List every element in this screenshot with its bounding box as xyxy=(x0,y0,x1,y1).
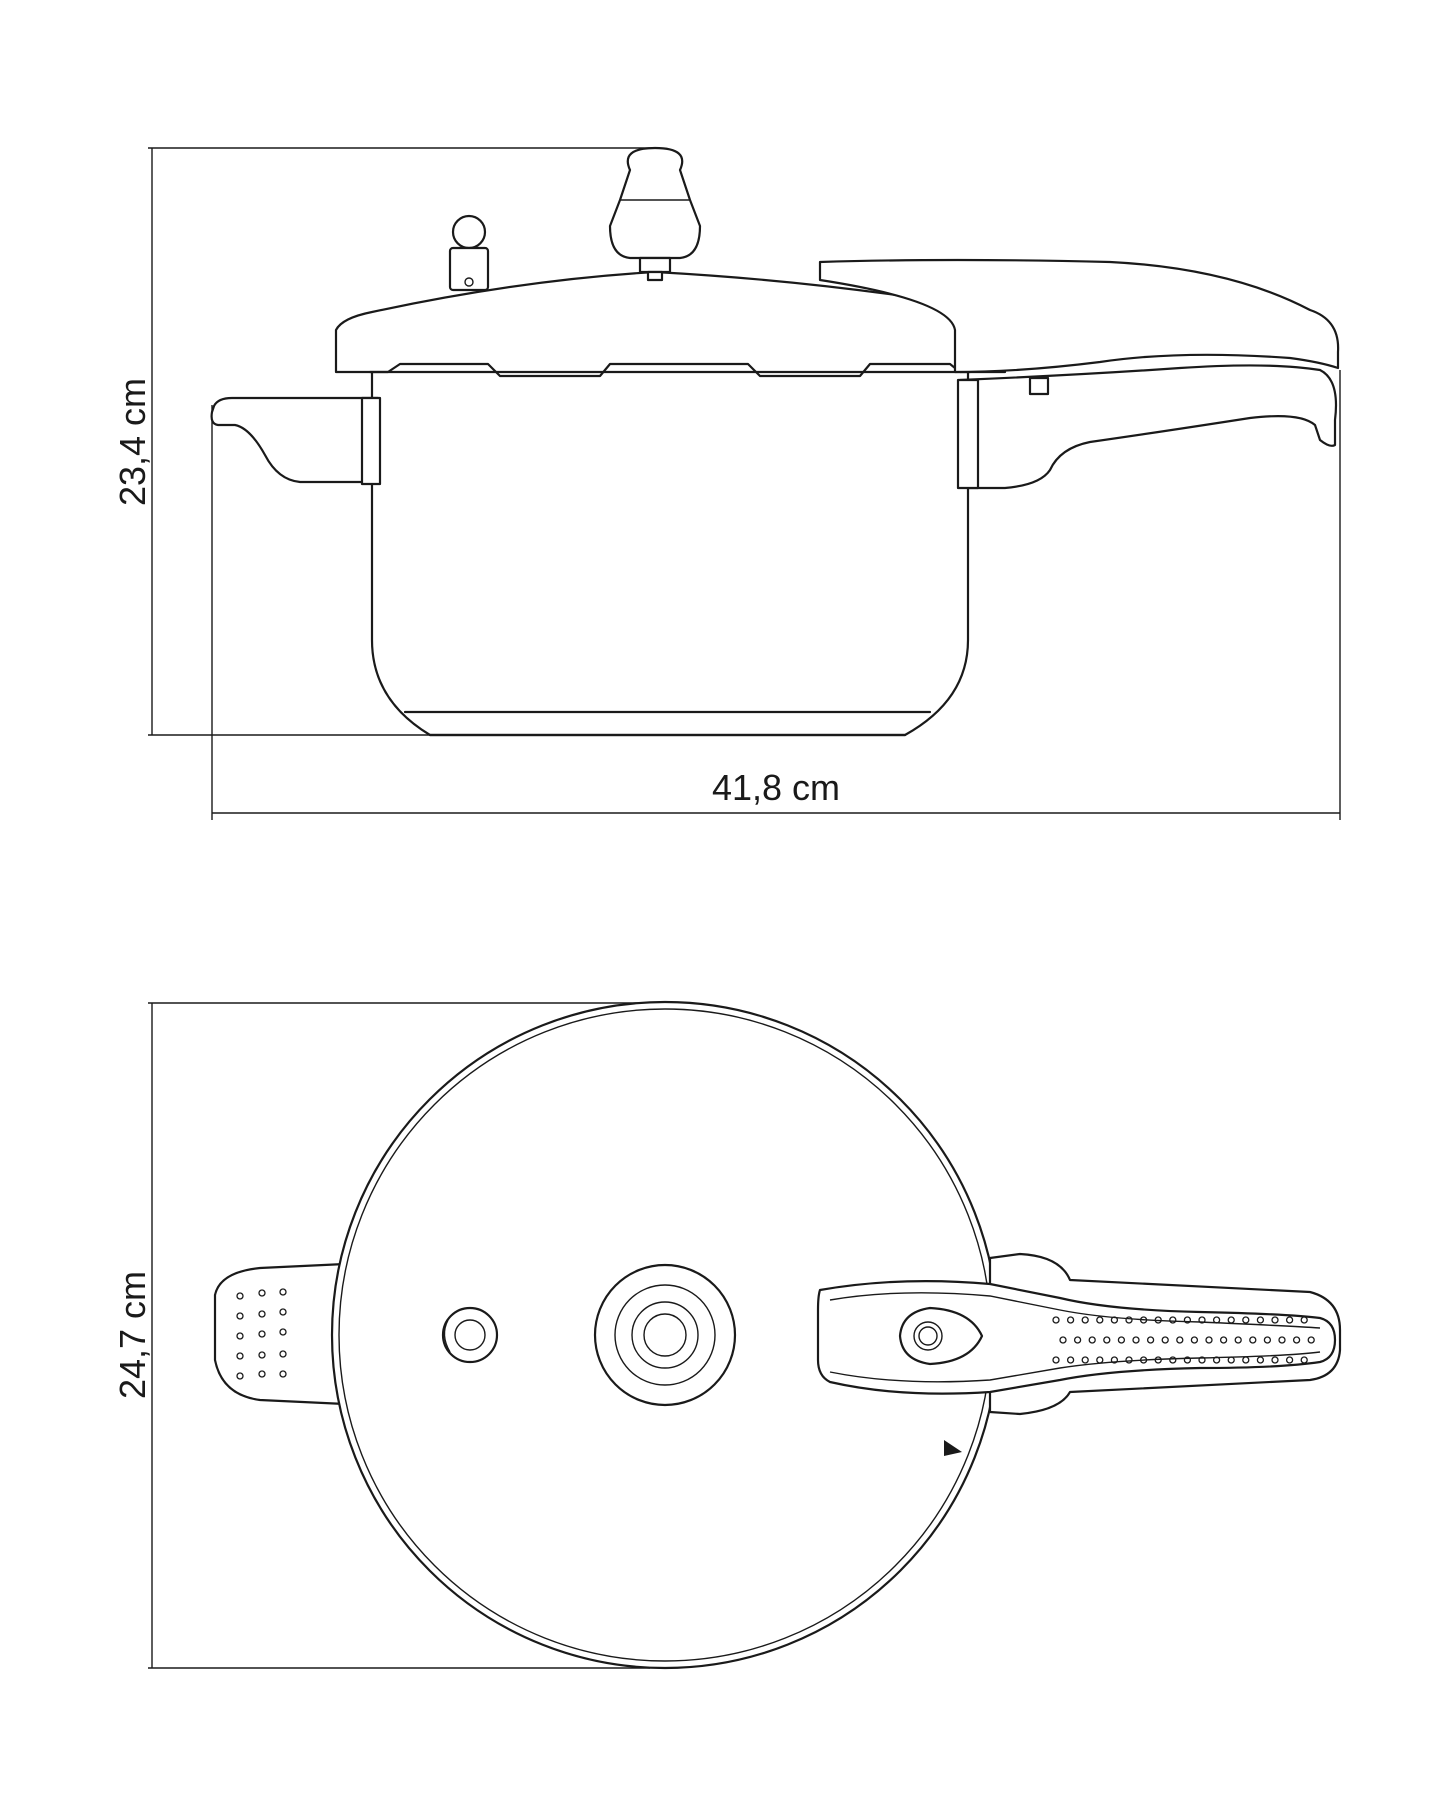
grip-dot xyxy=(1190,1336,1199,1344)
lock-pin xyxy=(1028,376,1050,396)
grip-dot xyxy=(1052,1356,1060,1364)
height-dimension-line xyxy=(148,147,660,736)
safety-valve-top-icon xyxy=(441,1306,499,1364)
grip-dot xyxy=(1242,1356,1250,1364)
grip-dot xyxy=(1110,1356,1119,1364)
lid-handle xyxy=(818,258,1340,374)
grip-dot xyxy=(1169,1356,1177,1364)
grip-dot xyxy=(1198,1316,1206,1324)
grip-dot xyxy=(1117,1336,1126,1344)
main-handle-grip-dots xyxy=(1052,1316,1315,1364)
grip-dot xyxy=(1052,1316,1060,1324)
grip-dot xyxy=(1227,1316,1235,1324)
grip-dot xyxy=(1066,1356,1075,1364)
grip-dot xyxy=(1227,1356,1235,1364)
grip-dot xyxy=(1183,1356,1192,1364)
grip-dot xyxy=(1125,1356,1133,1364)
grip-dot xyxy=(1073,1336,1082,1344)
grip-dot xyxy=(1285,1316,1294,1324)
grip-dot xyxy=(1212,1316,1221,1324)
pot-base xyxy=(403,710,932,737)
grip-dot xyxy=(1125,1316,1133,1324)
grip-dot xyxy=(1249,1336,1257,1344)
grip-dot xyxy=(1256,1316,1265,1324)
grip-dot xyxy=(1103,1336,1111,1344)
top-diameter-label: 24,7 cm xyxy=(112,1271,153,1399)
grip-dot xyxy=(1154,1316,1162,1324)
alignment-arrow-icon xyxy=(944,1440,962,1456)
grip-dot xyxy=(1139,1356,1148,1364)
grip-dot xyxy=(1256,1356,1265,1364)
pressure-regulator-icon xyxy=(608,146,702,282)
grip-dot xyxy=(1307,1336,1315,1344)
side-width-label: 41,8 cm xyxy=(712,767,840,808)
grip-dot xyxy=(1300,1356,1308,1364)
grip-dot xyxy=(1242,1316,1250,1324)
grip-dot xyxy=(1146,1336,1155,1344)
helper-handle-grip-dots xyxy=(236,1288,287,1380)
grip-dot xyxy=(1161,1336,1169,1344)
grip-dot xyxy=(1285,1356,1294,1364)
grip-dot xyxy=(1088,1336,1096,1344)
grip-dot xyxy=(1066,1316,1075,1324)
pot-handle-bracket xyxy=(956,378,980,490)
side-view xyxy=(148,146,1341,820)
grip-dot xyxy=(1271,1356,1279,1364)
grip-dot xyxy=(1081,1316,1089,1324)
pot-body xyxy=(370,368,970,737)
grip-dot xyxy=(1263,1336,1272,1344)
pressure-regulator-top-icon xyxy=(593,1263,737,1407)
grip-dot xyxy=(1096,1356,1104,1364)
grip-dot xyxy=(1169,1316,1177,1324)
grip-dot xyxy=(1205,1336,1213,1344)
grip-dot xyxy=(1234,1336,1242,1344)
grip-dot xyxy=(1081,1356,1089,1364)
safety-valve-icon xyxy=(448,214,490,292)
grip-dot xyxy=(1271,1316,1279,1324)
diameter-dimension-line xyxy=(148,1002,650,1669)
width-dimension-line xyxy=(211,370,1341,820)
grip-dot xyxy=(1096,1316,1104,1324)
grip-dot xyxy=(1132,1336,1140,1344)
grip-dot xyxy=(1219,1336,1228,1344)
helper-handle-bracket xyxy=(360,396,382,486)
grip-dot xyxy=(1300,1316,1308,1324)
grip-dot xyxy=(1154,1356,1162,1364)
grip-dot xyxy=(1110,1316,1119,1324)
handle-lock-button-icon xyxy=(898,1306,984,1366)
grip-dot xyxy=(1176,1336,1184,1344)
side-height-label: 23,4 cm xyxy=(112,378,153,506)
grip-dot xyxy=(1059,1336,1067,1344)
grip-dot xyxy=(1278,1336,1286,1344)
top-view xyxy=(148,1000,1342,1670)
grip-dot xyxy=(1198,1356,1206,1364)
grip-dot xyxy=(1212,1356,1221,1364)
grip-dot xyxy=(1139,1316,1148,1324)
grip-dot xyxy=(1292,1336,1301,1344)
grip-dot xyxy=(1183,1316,1192,1324)
helper-handle xyxy=(210,396,380,484)
pot-handle xyxy=(958,364,1338,490)
